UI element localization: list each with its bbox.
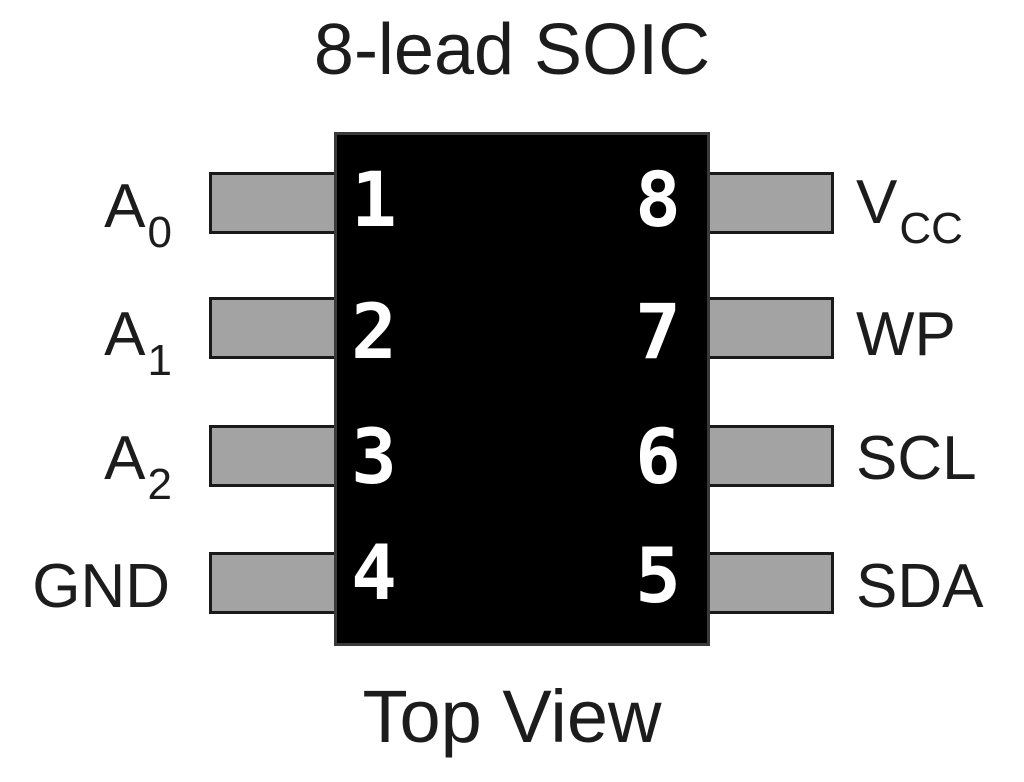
lead-2 [209,297,337,359]
diagram-title: 8-lead SOIC [313,10,711,90]
chip-body [334,132,710,646]
pin-number-8: 8 [635,155,681,244]
pin-label-4: GND [32,552,170,621]
pin-number-1: 1 [351,155,397,244]
pin-label-7: WP [856,300,956,369]
pin-number-5: 5 [635,531,681,620]
pin-number-4: 4 [351,528,397,617]
pin-label-3: A2 [104,424,172,509]
lead-5 [707,552,834,614]
pin-label-5: SDA [856,552,984,621]
pin-number-6: 6 [635,412,681,501]
pin-label-2: A1 [104,300,172,385]
pin-number-7: 7 [635,287,681,376]
lead-1 [209,172,337,234]
pin-label-6: SCL [856,424,977,493]
diagram-footer: Top View [362,675,662,758]
pin-label-8: VCC [856,168,963,253]
lead-7 [707,297,834,359]
pin-label-1: A0 [104,172,172,257]
lead-4 [209,552,337,614]
pin-number-3: 3 [351,412,397,501]
lead-3 [209,425,337,487]
lead-6 [707,425,834,487]
pin-number-2: 2 [351,287,397,376]
lead-8 [707,172,834,234]
